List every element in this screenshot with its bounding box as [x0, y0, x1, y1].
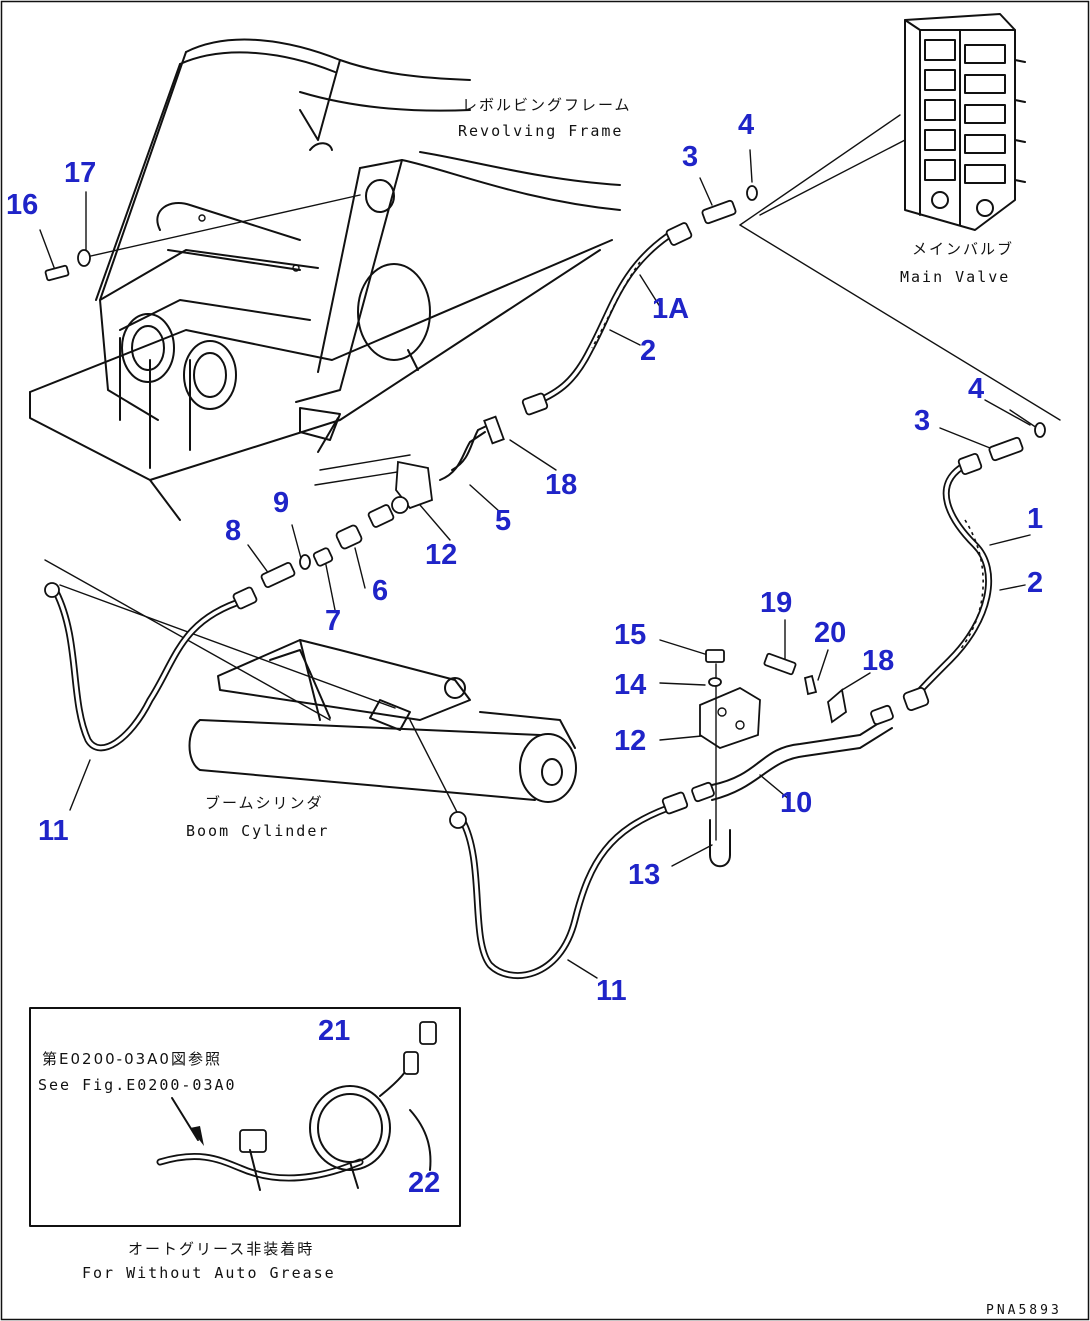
- callout-12b: 12: [614, 725, 646, 757]
- caption-without-auto-grease-jp: オートグリース非装着時: [128, 1240, 314, 1258]
- callout-18b: 18: [862, 645, 894, 677]
- callout-17: 17: [64, 157, 96, 189]
- callout-numbers: 16 17 3 4 1A 2 18 5 12 9 8 6 7 4 3 1 2 1…: [6, 109, 1043, 1199]
- caption-main-valve-en: Main Valve: [900, 268, 1010, 286]
- main-valve-illustration: [904, 13, 1026, 231]
- callout-4b: 4: [968, 373, 984, 405]
- callout-16: 16: [6, 189, 38, 221]
- callout-1A: 1A: [652, 293, 689, 325]
- captions: レボルビングフレーム Revolving Frame メインバルブ Main V…: [38, 96, 1062, 1318]
- caption-boom-cylinder-en: Boom Cylinder: [186, 822, 329, 840]
- caption-boom-cylinder-jp: ブームシリンダ: [205, 794, 324, 812]
- callout-9: 9: [273, 487, 289, 519]
- callout-18: 18: [545, 469, 577, 501]
- inset-box: [29, 1007, 461, 1227]
- callout-1: 1: [1027, 503, 1043, 535]
- callout-3: 3: [682, 141, 698, 173]
- callout-8: 8: [225, 515, 241, 547]
- callout-5: 5: [495, 505, 511, 537]
- callout-11b: 11: [596, 975, 627, 1007]
- callout-15: 15: [614, 619, 646, 651]
- callout-20: 20: [814, 617, 846, 649]
- drawing-code: PNA5893: [986, 1303, 1062, 1318]
- callout-22: 22: [408, 1167, 440, 1199]
- callout-19: 19: [760, 587, 792, 619]
- revolving-frame-illustration: [29, 38, 621, 521]
- caption-see-fig-jp: 第E0200-03A0図参照: [42, 1050, 222, 1068]
- callout-10: 10: [780, 787, 812, 819]
- leader-lines: [39, 114, 1061, 979]
- callout-4: 4: [738, 109, 754, 141]
- callout-2: 2: [640, 335, 656, 367]
- callout-2b: 2: [1027, 567, 1043, 599]
- hoses: [52, 232, 993, 980]
- boom-cylinder-illustration: [188, 639, 577, 803]
- caption-without-auto-grease-en: For Without Auto Grease: [82, 1264, 336, 1282]
- callout-7: 7: [325, 605, 341, 637]
- callout-6: 6: [372, 575, 388, 607]
- callout-12: 12: [425, 539, 457, 571]
- callout-11: 11: [38, 815, 69, 847]
- callout-14: 14: [614, 669, 646, 701]
- callout-13: 13: [628, 859, 660, 891]
- callout-3b: 3: [914, 405, 930, 437]
- caption-revolving-frame-en: Revolving Frame: [458, 122, 623, 140]
- caption-see-fig-en: See Fig.E0200-03A0: [38, 1076, 237, 1094]
- caption-revolving-frame-jp: レボルビングフレーム: [462, 96, 632, 114]
- caption-main-valve-jp: メインバルブ: [912, 240, 1014, 258]
- fittings: [44, 185, 1046, 868]
- callout-21: 21: [318, 1015, 350, 1047]
